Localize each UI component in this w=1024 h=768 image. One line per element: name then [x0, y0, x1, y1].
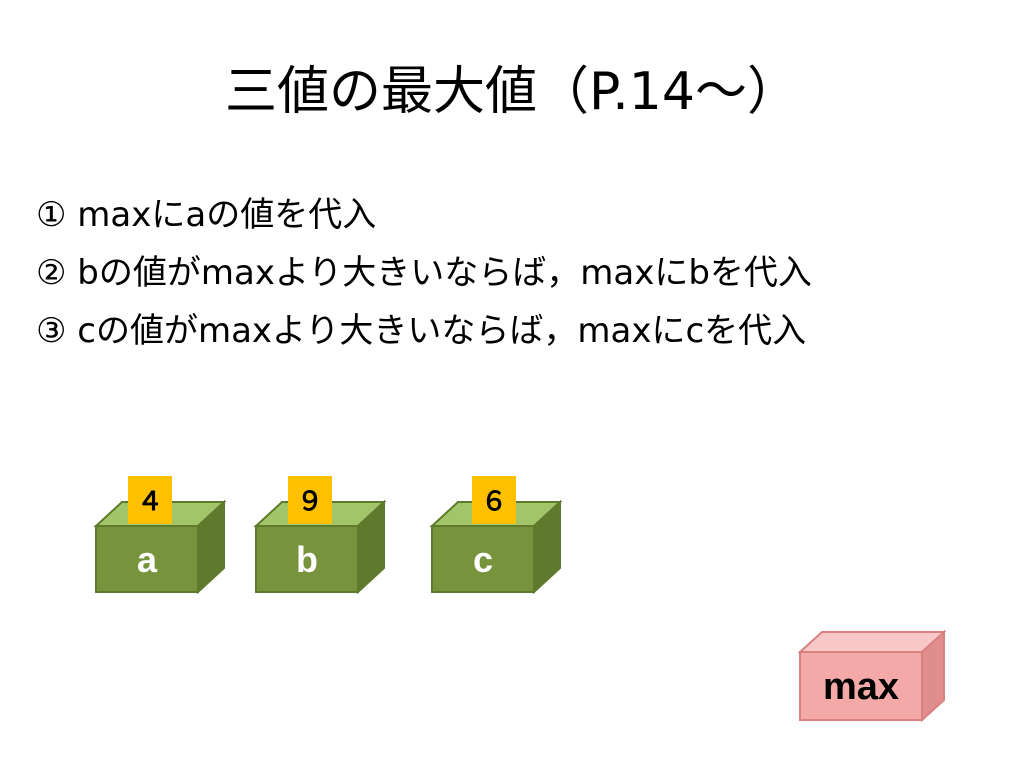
value-label-c: ６: [480, 486, 507, 516]
box-label-a: a: [136, 539, 158, 580]
step-3: ③ cの値がmaxより大きいならば，maxにcを代入: [36, 311, 807, 351]
variable-box-c: [429, 499, 563, 595]
step-2: ② bの値がmaxより大きいならば，maxにbを代入: [36, 253, 812, 293]
value-card-a: [128, 476, 172, 524]
slide-title: 三値の最大値（P.14〜）: [225, 62, 799, 122]
value-card-b: [288, 476, 332, 524]
step-1: ① maxにaの値を代入: [36, 195, 377, 235]
box-label-c: c: [472, 539, 494, 580]
step-list: ① maxにaの値を代入 ② bの値がmaxより大きいならば，maxにbを代入 …: [36, 186, 812, 360]
box-label-b: b: [296, 539, 318, 580]
max-box-label: max: [822, 666, 900, 708]
value-label-a: ４: [136, 486, 163, 516]
max-box: [797, 629, 947, 723]
value-label-b: ９: [296, 486, 323, 516]
value-card-c: [472, 476, 516, 524]
